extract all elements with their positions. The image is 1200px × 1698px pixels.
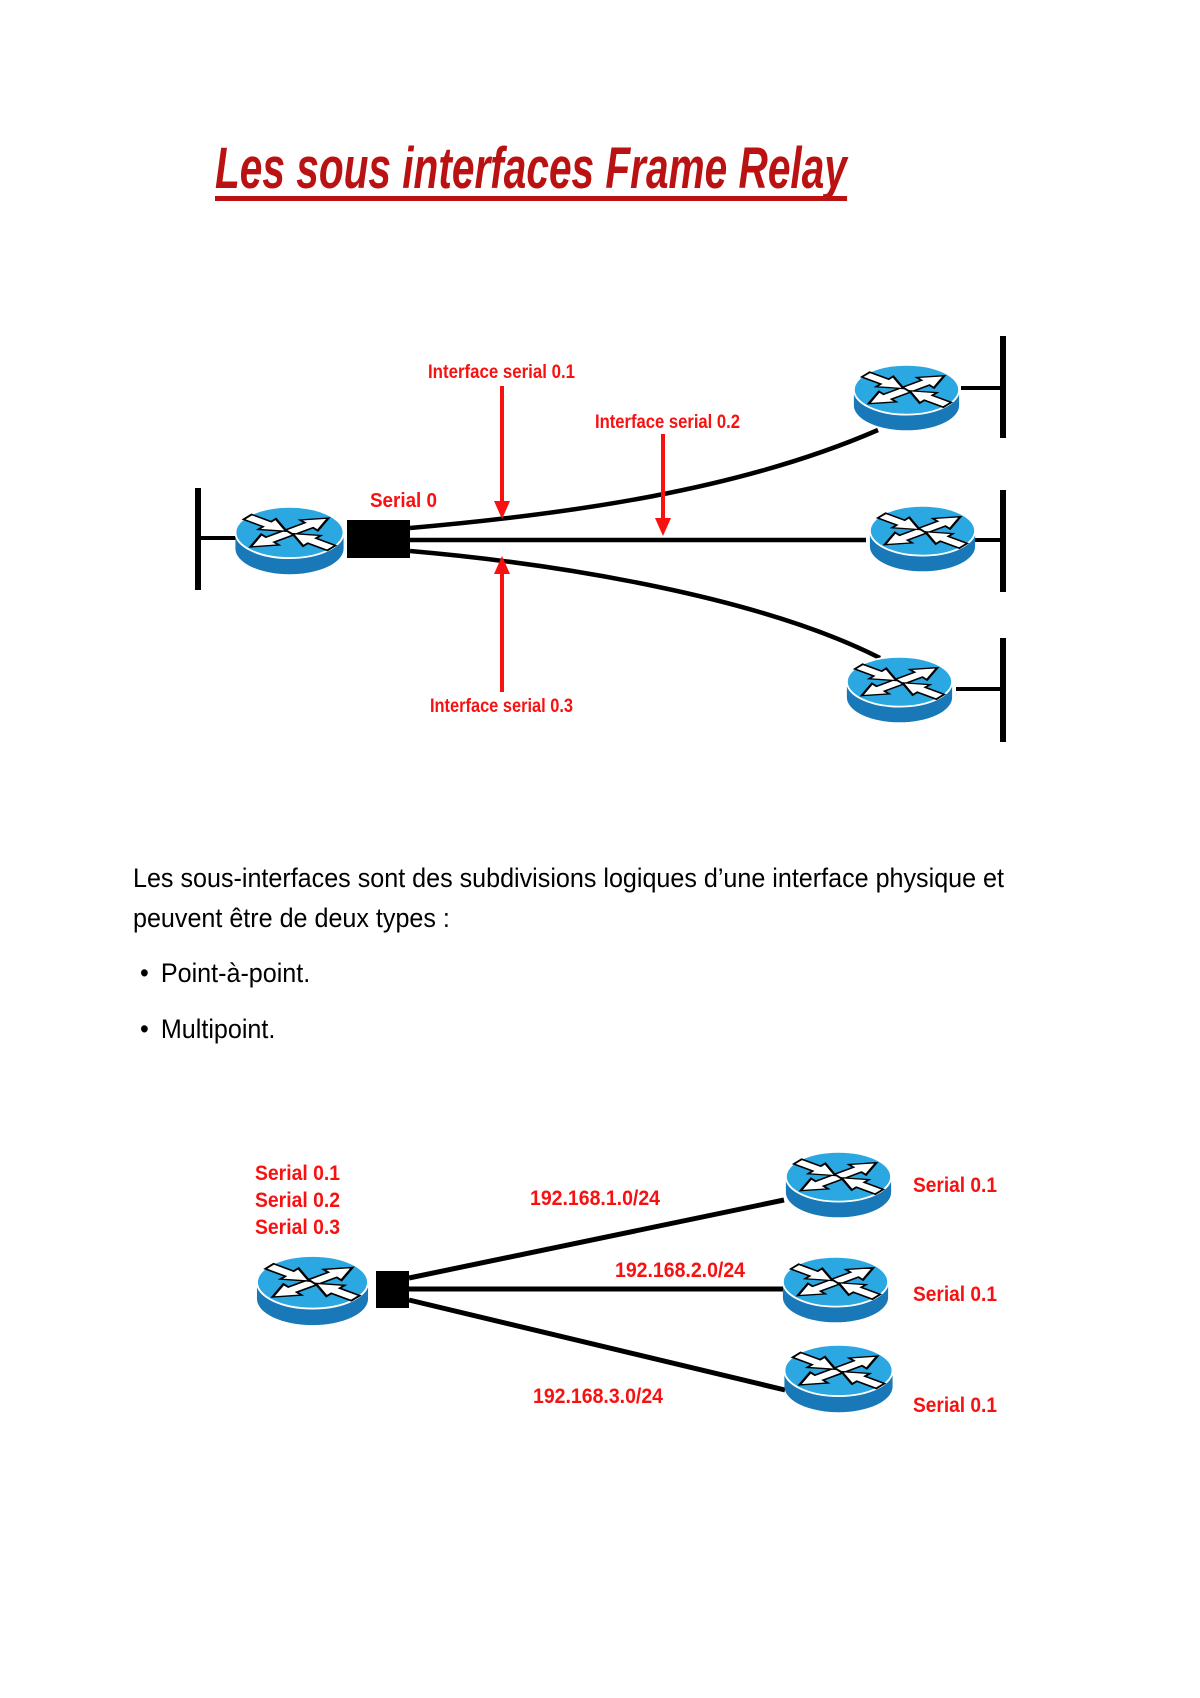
page-title: Les sous interfaces Frame Relay [215, 136, 847, 202]
diagram-subinterfaces: Interface serial 0.1 Interface serial 0.… [195, 336, 1006, 742]
bullet-text: Point-à-point. [160, 958, 311, 988]
serial-port-block2 [376, 1271, 409, 1308]
label-net-3: 192.168.3.0/24 [533, 1385, 663, 1408]
router-icon-top2 [784, 1150, 893, 1219]
label-hub-serial02: Serial 0.2 [255, 1189, 340, 1212]
router-icon-middle [868, 504, 977, 573]
router-icon-hub [233, 505, 346, 576]
router-icon-bottom2 [782, 1343, 895, 1414]
label-spoke-serial-middle: Serial 0.1 [913, 1283, 997, 1306]
arrow-serial01-head [494, 501, 510, 519]
label-serial0: Serial 0 [370, 490, 437, 512]
paragraph-text: Les sous-interfaces sont des subdivision… [133, 863, 1005, 893]
pvc-link-s01 [409, 427, 879, 531]
pvc-link-s03 [409, 548, 882, 661]
bullet-item-multipoint: • Multipoint. [140, 1013, 286, 1045]
arrow-serial03-head [494, 556, 510, 574]
arrow-serial02-head [655, 518, 671, 536]
router-icon-top [852, 363, 961, 432]
label-hub-serial03: Serial 0.3 [255, 1216, 340, 1239]
link-192-168-3 [408, 1297, 786, 1393]
router-icon-middle2 [781, 1255, 890, 1324]
label-spoke-serial-bottom: Serial 0.1 [913, 1394, 997, 1417]
router-icon-hub2 [255, 1254, 370, 1327]
title-wrap: Les sous interfaces Frame Relay [215, 136, 1118, 202]
label-interface-serial03: Interface serial 0.3 [430, 696, 573, 717]
bullet-text: Multipoint. [160, 1014, 276, 1044]
diagram-subnets: Serial 0.1 Serial 0.2 Serial 0.3 192.168… [255, 1150, 997, 1417]
label-interface-serial01: Interface serial 0.1 [428, 362, 575, 383]
bullet-item-point-a-point: • Point-à-point. [140, 957, 323, 989]
serial-port-block [347, 520, 410, 558]
label-net-1: 192.168.1.0/24 [530, 1187, 660, 1210]
bullet-dot: • [140, 958, 149, 988]
paragraph-line-2: peuvent être de deux types : [133, 902, 474, 934]
paragraph-line-1: Les sous-interfaces sont des subdivision… [133, 862, 1070, 894]
router-icon-bottom [845, 655, 954, 724]
bullet-dot: • [140, 1014, 149, 1044]
paragraph-text: peuvent être de deux types : [133, 903, 450, 933]
label-interface-serial02: Interface serial 0.2 [595, 412, 740, 433]
label-hub-serial01: Serial 0.1 [255, 1162, 340, 1185]
link-192-168-1 [408, 1197, 785, 1281]
label-spoke-serial-top: Serial 0.1 [913, 1174, 997, 1197]
label-net-2: 192.168.2.0/24 [615, 1259, 745, 1282]
